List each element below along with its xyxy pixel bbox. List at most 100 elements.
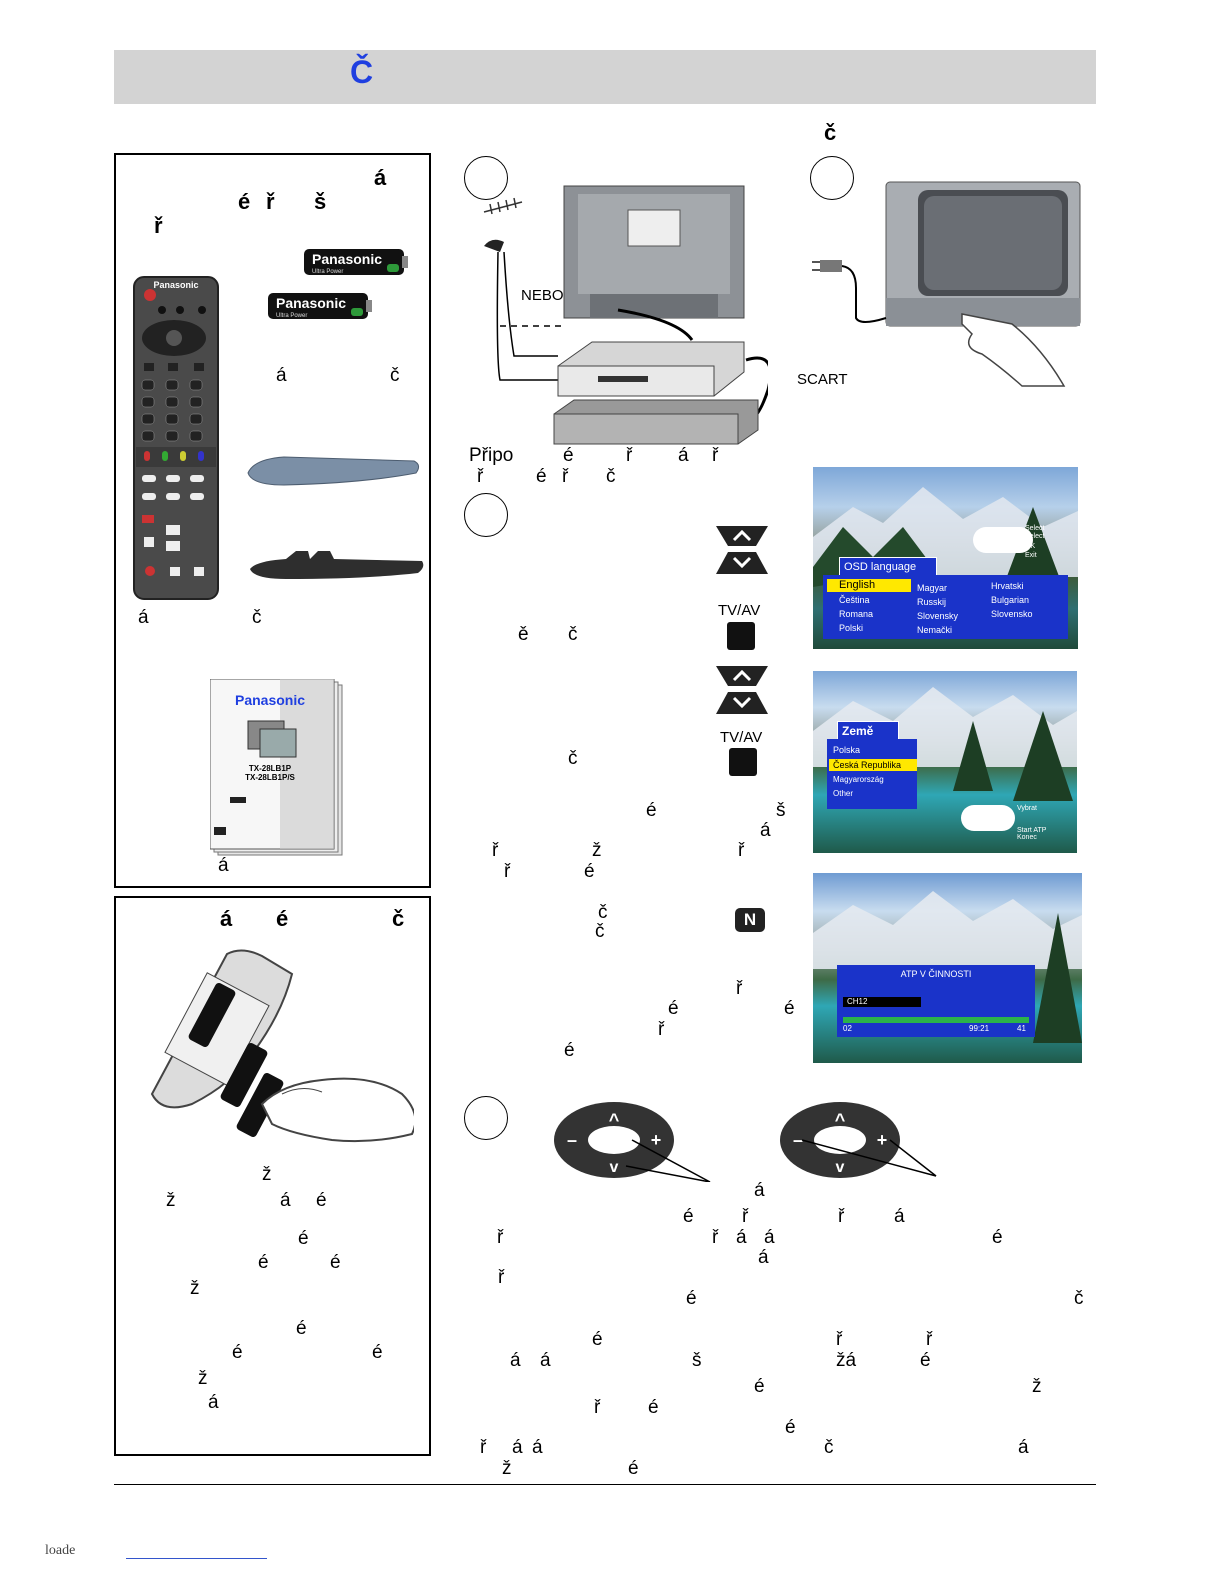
text-fragment: č <box>595 921 605 942</box>
text-fragment: é <box>646 800 657 821</box>
text-fragment: ř <box>480 1437 487 1458</box>
heading-fragment: ř <box>154 213 163 238</box>
country-option-selected[interactable]: Česká Republika <box>829 759 917 771</box>
manual-model: TX-28LB1P/S <box>245 773 295 782</box>
language-option[interactable]: Bulgarian <box>991 595 1030 605</box>
accessories-panel: á é ř š ř Panasonic Ultra Power Panasoni… <box>114 153 431 888</box>
osd-title: Země <box>837 721 899 741</box>
tv-av-label: TV/AV <box>718 602 761 619</box>
country-menu[interactable]: Polska Česká Republika Magyarország Othe… <box>827 739 917 809</box>
battery-insert-illustration <box>150 949 414 1143</box>
svg-text:–: – <box>793 1130 803 1150</box>
text-fragment: é <box>592 1329 603 1350</box>
battery-sub: Ultra Power <box>312 269 343 275</box>
text-fragment: ž <box>1032 1376 1042 1397</box>
text-fragment: ž <box>166 1190 176 1211</box>
text-fragment: é <box>754 1376 765 1397</box>
text-fragment: ž <box>592 840 602 861</box>
text-fragment: č <box>568 624 578 645</box>
text-fragment: é <box>296 1318 307 1339</box>
osd-language-screen: Select Select OK Exit OSD language Engli… <box>813 467 1078 649</box>
step1-caption: Připo <box>469 445 514 466</box>
tv-power-illustration <box>812 181 1081 387</box>
text-fragment: š <box>692 1350 702 1371</box>
text-fragment: ř <box>712 1227 719 1248</box>
country-option[interactable]: Magyarország <box>833 775 884 784</box>
text-fragment: ř <box>492 840 499 861</box>
atp-right-value: 41 <box>1017 1024 1026 1033</box>
heading-fragment: á <box>220 906 233 931</box>
tv-av-key <box>727 622 755 650</box>
text-fragment: á <box>138 607 149 628</box>
up-down-keys-icon <box>716 666 768 714</box>
text-fragment: ř <box>736 978 743 999</box>
text-fragment: š <box>776 800 786 821</box>
nav-helper-icon <box>973 527 1033 553</box>
language-option[interactable]: Nemački <box>917 625 953 635</box>
language-option[interactable]: Polski <box>839 623 864 633</box>
text-fragment: á <box>276 365 287 386</box>
caption-fragment: č <box>606 466 616 487</box>
header-bar <box>114 50 1096 104</box>
battery-brand: Panasonic <box>276 295 346 311</box>
tv-av-key <box>729 748 757 776</box>
language-option[interactable]: Romana <box>839 609 874 619</box>
remote-brand: Panasonic <box>153 280 198 290</box>
svg-text:–: – <box>567 1130 577 1150</box>
caption-fragment: é <box>563 445 574 466</box>
caption-fragment: é <box>536 466 547 487</box>
help-select: Vybrat <box>1017 805 1037 812</box>
scart-label: SCART <box>797 371 848 388</box>
country-option[interactable]: Other <box>833 789 854 798</box>
language-option[interactable]: Čeština <box>839 595 870 605</box>
text-fragment: ř <box>926 1329 933 1350</box>
n-key: N <box>735 908 765 932</box>
text-fragment: č <box>252 607 262 628</box>
manual-model: TX-28LB1P <box>249 764 292 773</box>
text-fragment: ř <box>838 1206 845 1227</box>
caption-fragment: ř <box>562 466 569 487</box>
language-option[interactable]: Russkij <box>917 597 947 607</box>
battery-icon: Panasonic Ultra Power <box>304 249 408 275</box>
text-fragment: á <box>758 1247 769 1268</box>
text-fragment: č <box>568 748 578 769</box>
text-fragment: ř <box>658 1019 665 1040</box>
country-screen: Země Polska Česká Republika Magyarország… <box>813 671 1077 853</box>
text-fragment: é <box>686 1288 697 1309</box>
footer-link[interactable] <box>126 1558 267 1559</box>
heading-fragment: é <box>238 189 251 214</box>
section-title: č <box>824 120 837 145</box>
language-option[interactable]: Hrvatski <box>991 581 1024 591</box>
manual-booklet-icon: Panasonic TX-28LB1P TX-28LB1P/S <box>210 679 343 856</box>
language-option[interactable]: Slovensko <box>991 609 1033 619</box>
language-option[interactable]: Slovensky <box>917 611 959 621</box>
language-option-selected[interactable]: English <box>827 579 911 592</box>
atp-progress <box>843 1017 1029 1023</box>
text-fragment: ř <box>594 1397 601 1418</box>
help-select: Select <box>1025 533 1045 540</box>
tv-av-label: TV/AV <box>720 729 763 746</box>
atp-channel: CH12 <box>843 997 921 1007</box>
text-fragment: ž <box>190 1278 200 1299</box>
svg-text:^: ^ <box>609 1110 620 1130</box>
remote-control-icon: Panasonic <box>133 276 219 600</box>
text-fragment: é <box>992 1227 1003 1248</box>
battery-insert-panel: á é č ž ž á é é é é ž é é é ž á <box>114 896 431 1456</box>
text-fragment: á <box>280 1190 291 1211</box>
text-fragment: é <box>584 861 595 882</box>
help-end: Konec <box>1017 834 1037 841</box>
atp-left-value: 02 <box>843 1024 852 1033</box>
nav-helper-icon <box>961 805 1015 831</box>
heading-fragment: š <box>314 189 327 214</box>
battery-brand: Panasonic <box>312 251 382 267</box>
text-fragment: á <box>736 1227 747 1248</box>
step-circle-3 <box>464 493 508 537</box>
text-fragment: é <box>316 1190 327 1211</box>
country-option[interactable]: Polska <box>833 745 861 755</box>
caption-fragment: ř <box>477 466 484 487</box>
footer-rule <box>114 1484 1096 1485</box>
heading-fragment: č <box>392 906 405 931</box>
language-menu[interactable]: English Čeština Romana Polski Magyar Rus… <box>823 575 1068 639</box>
nebo-label: NEBO <box>521 287 564 304</box>
language-option[interactable]: Magyar <box>917 583 948 593</box>
